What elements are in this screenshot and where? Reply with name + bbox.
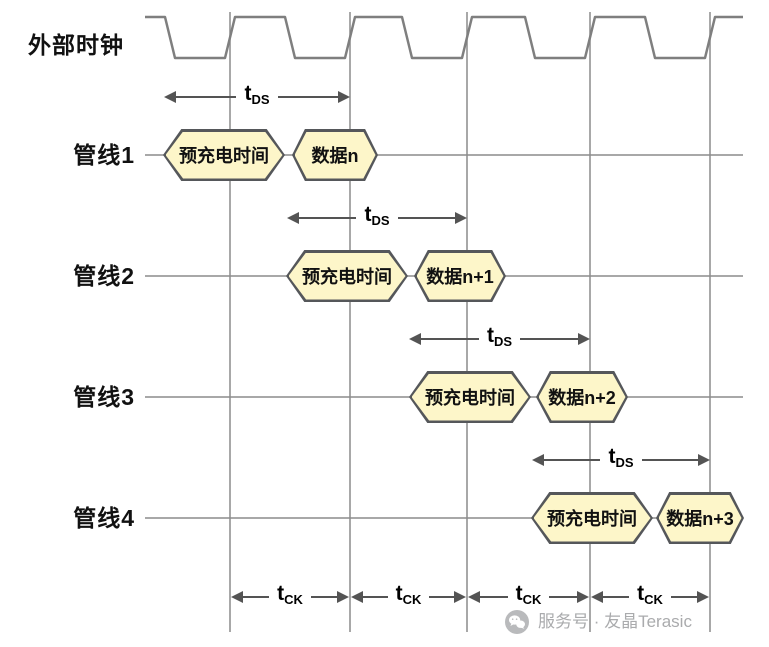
- watermark: 服务号 · 友晶Terasic: [504, 609, 692, 635]
- data-label: 数据n+1: [416, 252, 504, 300]
- arrow-line: [397, 217, 455, 219]
- lane3-label: 管线3: [73, 384, 135, 410]
- data-label: 数据n+3: [658, 494, 742, 542]
- tds-arrow-lane4: tDS: [532, 444, 710, 476]
- watermark-text: 服务号 · 友晶Terasic: [538, 612, 692, 631]
- arrow-line: [549, 596, 577, 598]
- t-sub: DS: [615, 455, 634, 470]
- tck-label: tCK: [396, 581, 422, 613]
- t-base: t: [515, 582, 523, 605]
- arrowhead-left-icon: [164, 91, 176, 103]
- t-sub: CK: [402, 592, 422, 607]
- arrowhead-right-icon: [578, 333, 590, 345]
- clock-waveform: [145, 15, 743, 60]
- t-sub: DS: [371, 213, 390, 228]
- t-sub: CK: [522, 592, 542, 607]
- arrowhead-right-icon: [454, 591, 466, 603]
- tck-label: tCK: [277, 581, 303, 613]
- t-sub: CK: [284, 592, 303, 607]
- lane1-label: 管线1: [73, 142, 135, 168]
- precharge-label: 预充电时间: [411, 373, 529, 421]
- lane3-precharge-hexagon: 预充电时间: [409, 371, 531, 423]
- arrowhead-right-icon: [455, 212, 467, 224]
- arrowhead-left-icon: [532, 454, 544, 466]
- arrow-line: [480, 596, 508, 598]
- tds-label: tDS: [364, 202, 389, 234]
- arrow-line: [310, 596, 337, 598]
- lane4-precharge-hexagon: 预充电时间: [531, 492, 653, 544]
- arrow-line: [544, 459, 601, 461]
- lane1-precharge-hexagon: 预充电时间: [163, 129, 285, 181]
- lane2-precharge-hexagon: 预充电时间: [286, 250, 408, 302]
- arrowhead-right-icon: [338, 91, 350, 103]
- arrow-line: [603, 596, 630, 598]
- data-label: 数据n: [294, 131, 376, 179]
- tck-label: tCK: [516, 581, 542, 613]
- arrowhead-left-icon: [409, 333, 421, 345]
- t-base: t: [277, 582, 285, 605]
- arrow-line: [421, 338, 479, 340]
- arrow-line: [670, 596, 697, 598]
- t-sub: DS: [251, 92, 270, 107]
- arrow-line: [299, 217, 357, 219]
- arrow-line: [520, 338, 578, 340]
- lane1-data-hexagon: 数据n: [292, 129, 378, 181]
- lane2-label: 管线2: [73, 263, 135, 289]
- data-label: 数据n+2: [538, 373, 626, 421]
- arrowhead-left-icon: [351, 591, 363, 603]
- precharge-label: 预充电时间: [165, 131, 283, 179]
- arrowhead-right-icon: [697, 591, 709, 603]
- lane4-label: 管线4: [73, 505, 135, 531]
- t-base: t: [486, 324, 494, 347]
- lane4-data-hexagon: 数据n+3: [656, 492, 744, 544]
- t-sub: DS: [493, 334, 513, 349]
- t-base: t: [637, 582, 645, 605]
- arrow-line: [363, 596, 388, 598]
- precharge-label: 预充电时间: [288, 252, 406, 300]
- tds-arrow-lane1: tDS: [164, 81, 350, 113]
- arrow-line: [243, 596, 270, 598]
- t-base: t: [395, 582, 403, 605]
- tck-label: tCK: [637, 581, 663, 613]
- t-base: t: [364, 203, 372, 226]
- precharge-label: 预充电时间: [533, 494, 651, 542]
- arrow-line: [641, 459, 698, 461]
- lane3-data-hexagon: 数据n+2: [536, 371, 628, 423]
- tds-label: tDS: [608, 444, 633, 476]
- arrowhead-right-icon: [337, 591, 349, 603]
- t-base: t: [244, 82, 252, 105]
- tck-arrow-4: tCK: [591, 581, 709, 613]
- t-base: t: [608, 445, 616, 468]
- arrowhead-right-icon: [698, 454, 710, 466]
- arrowhead-left-icon: [231, 591, 243, 603]
- tds-label: tDS: [244, 81, 269, 113]
- arrow-line: [176, 96, 237, 98]
- tck-arrow-3: tCK: [468, 581, 589, 613]
- arrowhead-left-icon: [468, 591, 480, 603]
- tds-arrow-lane2: tDS: [287, 202, 467, 234]
- arrow-line: [277, 96, 338, 98]
- tds-arrow-lane3: tDS: [409, 323, 590, 355]
- arrowhead-left-icon: [287, 212, 299, 224]
- tck-arrow-2: tCK: [351, 581, 466, 613]
- tck-arrow-1: tCK: [231, 581, 349, 613]
- clock-label: 外部时钟: [28, 32, 124, 58]
- arrowhead-right-icon: [577, 591, 589, 603]
- arrow-line: [429, 596, 454, 598]
- wechat-icon: [505, 610, 529, 634]
- lane2-data-hexagon: 数据n+1: [414, 250, 506, 302]
- t-sub: CK: [644, 592, 663, 607]
- arrowhead-left-icon: [591, 591, 603, 603]
- tds-label: tDS: [487, 323, 512, 355]
